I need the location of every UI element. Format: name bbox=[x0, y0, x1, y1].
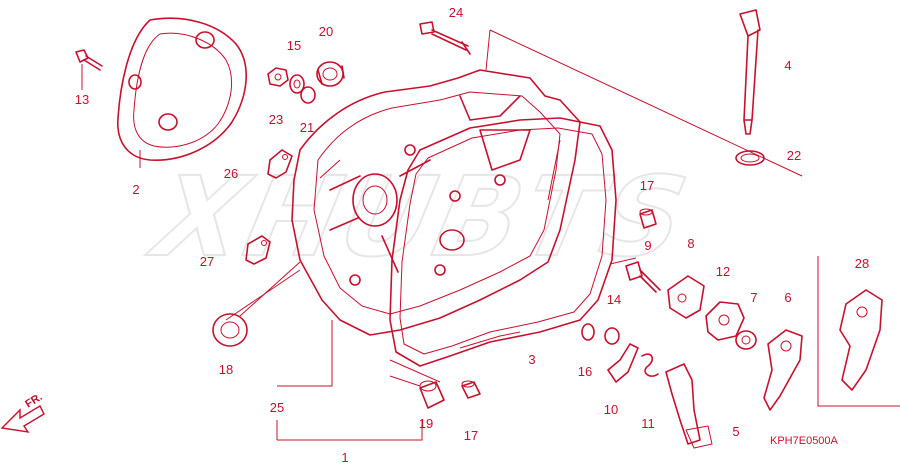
callout-8: 8 bbox=[687, 236, 694, 251]
part-12-arm bbox=[705, 301, 745, 341]
part-26-clip bbox=[267, 149, 293, 179]
front-direction-indicator: FR. bbox=[0, 391, 45, 433]
part-27-clip bbox=[245, 235, 271, 265]
callout-10: 10 bbox=[604, 402, 618, 417]
callout-4: 4 bbox=[784, 58, 791, 73]
watermark-text: XHUBTS bbox=[139, 154, 700, 282]
part-17-dowel-lower bbox=[461, 380, 481, 399]
part-1-crankcase-cover bbox=[291, 69, 581, 336]
part-22-oring bbox=[735, 150, 765, 166]
part-9-bolt bbox=[625, 261, 661, 293]
callout-18: 18 bbox=[219, 362, 233, 377]
callout-16: 16 bbox=[578, 364, 592, 379]
part-23-nut bbox=[267, 67, 289, 87]
callout-28: 28 bbox=[855, 256, 869, 271]
callout-1: 1 bbox=[341, 450, 348, 465]
callout-20: 20 bbox=[319, 24, 333, 39]
part-21-oring bbox=[300, 86, 316, 104]
part-24-bolt bbox=[419, 21, 471, 55]
callout-7: 7 bbox=[750, 290, 757, 305]
part-14-washer bbox=[604, 327, 620, 345]
part-13-bolt bbox=[75, 49, 103, 71]
part-11-spring bbox=[641, 353, 659, 377]
part-8-plate bbox=[667, 275, 705, 319]
callout-2: 2 bbox=[132, 182, 139, 197]
part-2-cover bbox=[117, 17, 247, 161]
diagram-code: KPH7E0500A bbox=[770, 435, 839, 447]
callout-15: 15 bbox=[287, 38, 301, 53]
callout-22: 22 bbox=[787, 148, 801, 163]
callout-17-lower: 17 bbox=[464, 428, 478, 443]
callout-6: 6 bbox=[784, 290, 791, 305]
callout-13: 13 bbox=[75, 92, 89, 107]
callout-11: 11 bbox=[641, 416, 655, 431]
part-18-seal bbox=[212, 313, 248, 347]
part-19-bushing bbox=[419, 380, 445, 409]
part-4-dipstick bbox=[739, 9, 761, 135]
callout-14: 14 bbox=[607, 292, 621, 307]
callout-24: 24 bbox=[449, 5, 463, 20]
callout-3: 3 bbox=[528, 352, 535, 367]
part-17-dowel-upper bbox=[639, 208, 657, 229]
part-16-collar bbox=[581, 323, 595, 341]
part-7-collar bbox=[735, 330, 757, 350]
callouts: 1 2 3 4 5 6 7 8 9 10 11 12 13 14 15 16 1… bbox=[75, 5, 869, 465]
part-20-seal bbox=[316, 61, 345, 87]
part-6-lever bbox=[763, 329, 803, 411]
part-15-washer bbox=[289, 74, 305, 94]
part-28-lever bbox=[817, 256, 900, 407]
callout-19: 19 bbox=[419, 416, 433, 431]
part-3-gasket bbox=[389, 117, 617, 367]
callout-25: 25 bbox=[270, 400, 284, 415]
part-5-shift-arm bbox=[665, 363, 713, 449]
callout-12: 12 bbox=[716, 264, 730, 279]
callout-5: 5 bbox=[732, 424, 739, 439]
part-10-stopper bbox=[607, 343, 639, 383]
callout-17-upper: 17 bbox=[640, 178, 654, 193]
callout-21: 21 bbox=[300, 120, 314, 135]
callout-26: 26 bbox=[224, 166, 238, 181]
callout-23: 23 bbox=[269, 112, 283, 127]
callout-9: 9 bbox=[644, 238, 651, 253]
callout-27: 27 bbox=[200, 254, 214, 269]
leader-lines bbox=[81, 29, 803, 441]
